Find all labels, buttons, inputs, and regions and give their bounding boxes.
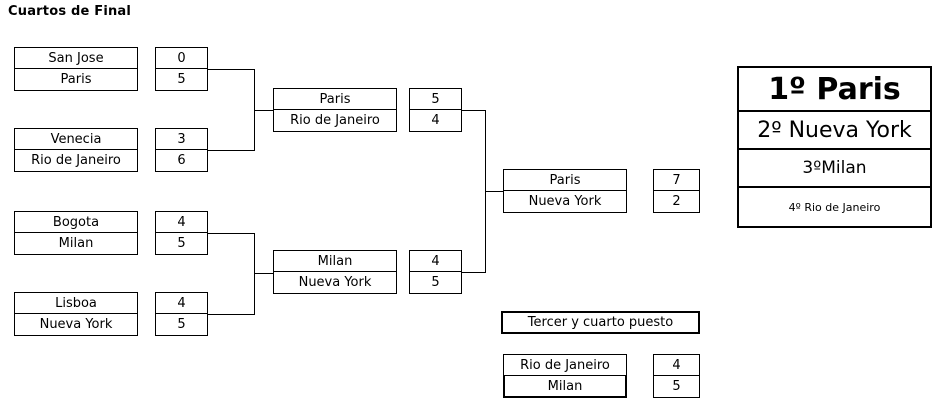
final-score-bottom: 2 <box>653 191 700 213</box>
qf2-team-bottom: Rio de Janeiro <box>14 150 138 172</box>
qf4-team-bottom: Nueva York <box>14 314 138 336</box>
qf4-score-top: 4 <box>155 292 208 314</box>
qf2-score-top: 3 <box>155 128 208 150</box>
sf1-score-bottom: 4 <box>409 110 462 132</box>
qf2-team-top: Venecia <box>14 128 138 150</box>
standings-rank-1: 1º Paris <box>739 68 930 112</box>
qf3-team-bottom: Milan <box>14 233 138 255</box>
page-title: Cuartos de Final <box>8 4 132 19</box>
sf2-team-top: Milan <box>273 250 397 272</box>
sf2-score-top: 4 <box>409 250 462 272</box>
qf2-score-bottom: 6 <box>155 150 208 172</box>
third-place-team-top: Rio de Janeiro <box>503 354 627 376</box>
sf2-score-bottom: 5 <box>409 272 462 294</box>
qf4-team-top: Lisboa <box>14 292 138 314</box>
third-place-team-bottom: Milan <box>503 376 627 398</box>
qf3-score-top: 4 <box>155 211 208 233</box>
connector-qf3-horizontal <box>208 233 255 234</box>
connector-sf2-out-horizontal <box>462 272 486 273</box>
sf1-team-bottom: Rio de Janeiro <box>273 110 397 132</box>
connector-sf1-stub <box>254 110 274 111</box>
standings-rank-3: 3ºMilan <box>739 150 930 188</box>
final-team-top: Paris <box>503 169 627 191</box>
third-place-score-top: 4 <box>653 354 700 376</box>
connector-sf2-vertical <box>254 233 255 315</box>
sf1-team-top: Paris <box>273 88 397 110</box>
connector-sf2-stub <box>254 273 274 274</box>
standings-rank-2: 2º Nueva York <box>739 112 930 150</box>
qf3-score-bottom: 5 <box>155 233 208 255</box>
qf3-team-top: Bogota <box>14 211 138 233</box>
sf2-team-bottom: Nueva York <box>273 272 397 294</box>
qf1-team-bottom: Paris <box>14 69 138 91</box>
connector-qf4-horizontal <box>208 314 255 315</box>
final-standings-panel: 1º Paris 2º Nueva York 3ºMilan 4º Rio de… <box>737 66 932 228</box>
sf1-score-top: 5 <box>409 88 462 110</box>
qf1-score-bottom: 5 <box>155 69 208 91</box>
final-score-top: 7 <box>653 169 700 191</box>
third-place-score-bottom: 5 <box>653 376 700 398</box>
standings-rank-4: 4º Rio de Janeiro <box>739 188 930 226</box>
third-place-label: Tercer y cuarto puesto <box>501 311 700 334</box>
connector-final-stub <box>485 191 504 192</box>
connector-sf1-out-horizontal <box>462 110 486 111</box>
qf1-score-top: 0 <box>155 47 208 69</box>
final-team-bottom: Nueva York <box>503 191 627 213</box>
qf1-team-top: San Jose <box>14 47 138 69</box>
qf4-score-bottom: 5 <box>155 314 208 336</box>
connector-qf2-horizontal <box>208 150 255 151</box>
connector-qf1-horizontal <box>208 69 255 70</box>
